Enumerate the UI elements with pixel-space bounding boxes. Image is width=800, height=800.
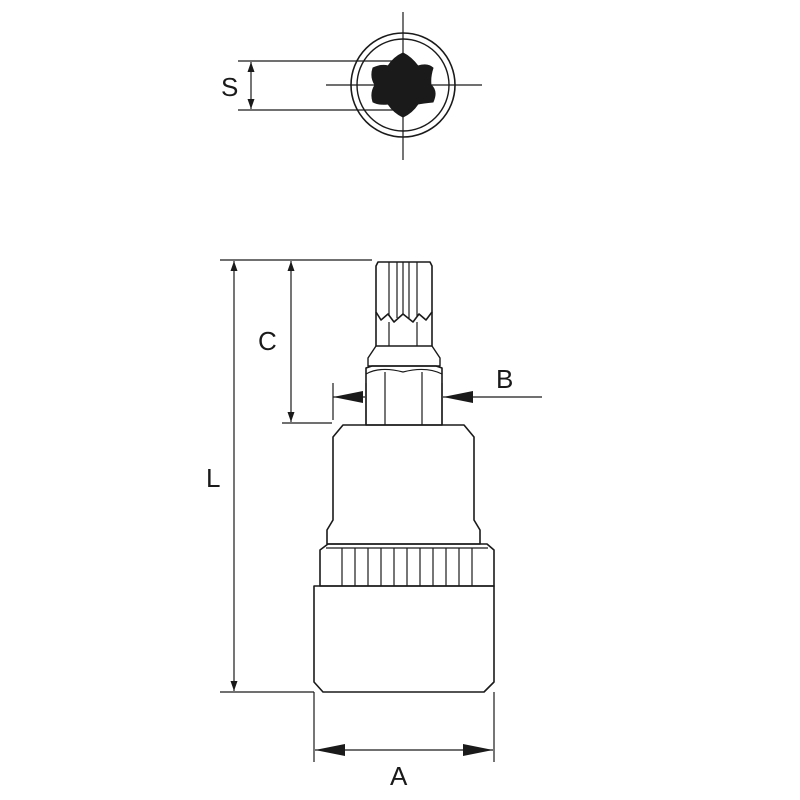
bit-shank [375, 312, 433, 347]
socket-lower-body [313, 585, 495, 693]
l-label: L [206, 463, 220, 493]
socket-upper-body [326, 424, 481, 545]
end-view-inner-ring [356, 38, 450, 132]
torx-star-icon [371, 52, 436, 118]
dimensions [220, 259, 542, 762]
c-label: C [258, 326, 277, 356]
bit-tip [375, 261, 433, 323]
s-label: S [221, 72, 238, 102]
end-view: S [221, 12, 482, 160]
knurled-collar [319, 543, 495, 587]
a-label: A [390, 761, 408, 791]
hex-neck [365, 365, 443, 426]
end-view-outer-ring [350, 32, 456, 138]
side-view [313, 261, 495, 693]
b-label: B [496, 364, 513, 394]
